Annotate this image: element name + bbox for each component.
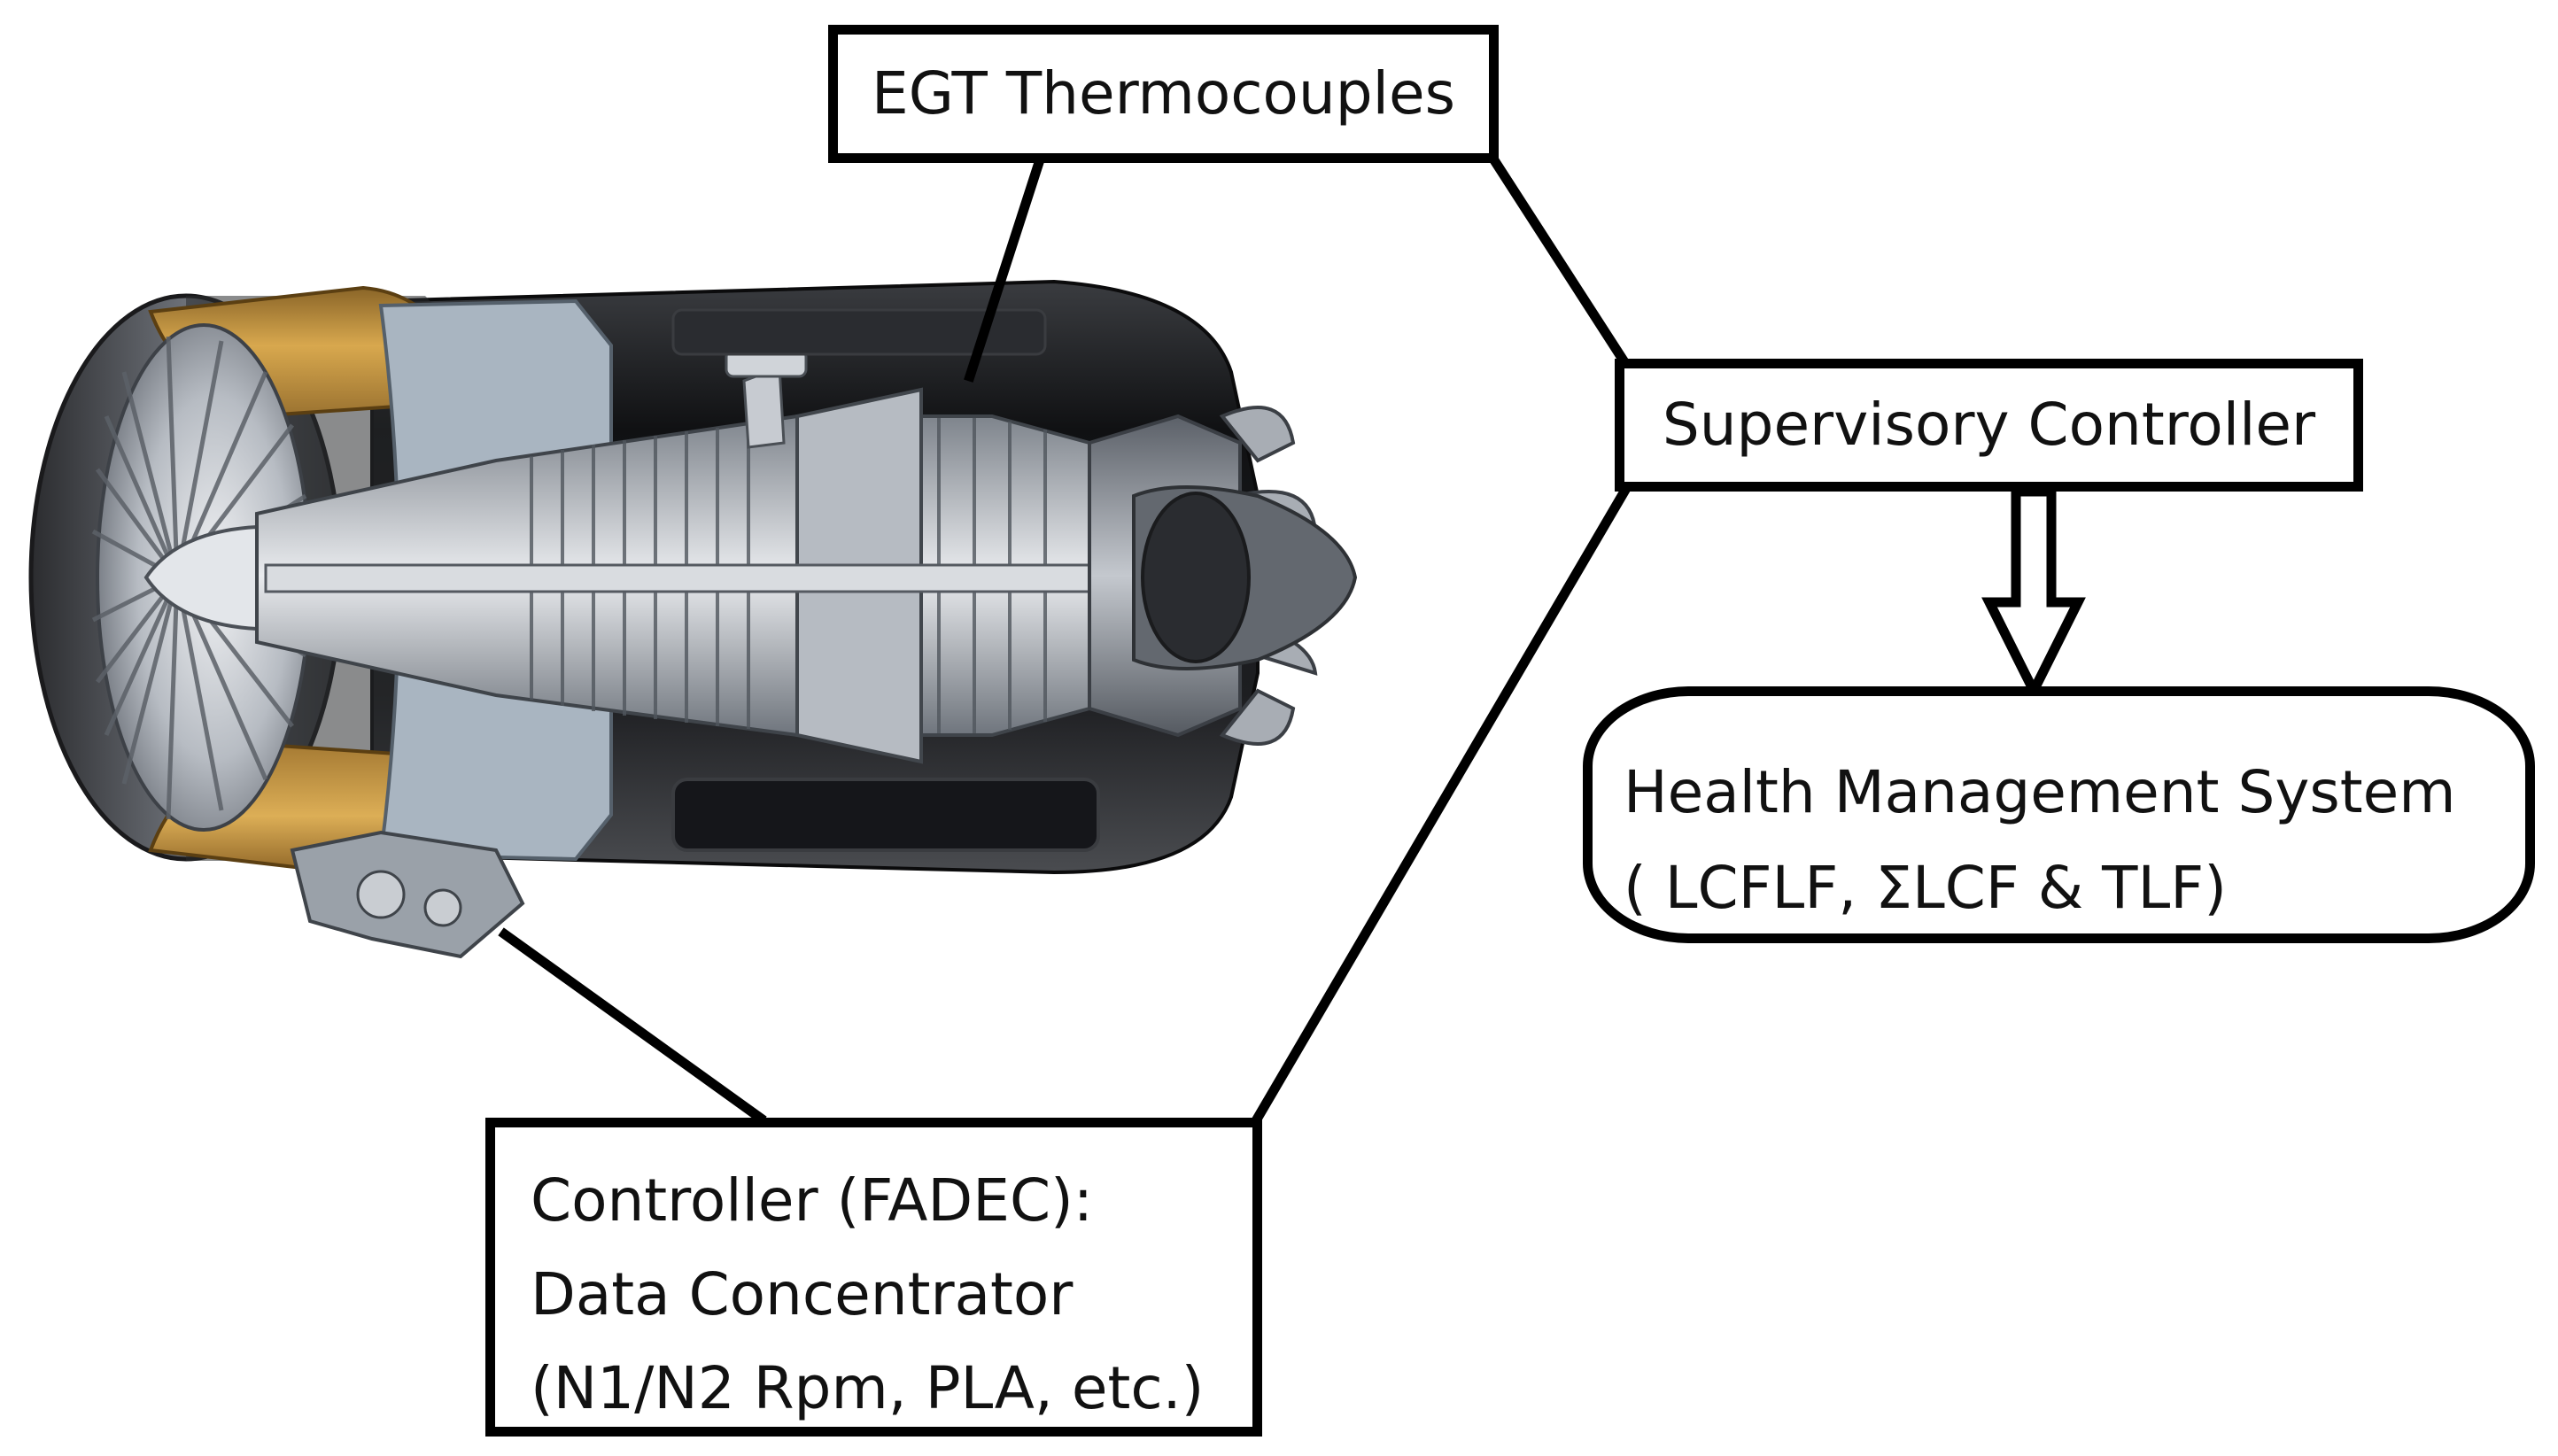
egt-thermocouples-box: EGT Thermocouples [828,25,1499,163]
fadec-line-1: Controller (FADEC): [531,1166,1094,1235]
supervisory-controller-box: Supervisory Controller [1615,359,2363,492]
connector-lines [498,143,1635,1125]
supervisory-to-fadec-line [1251,478,1635,1125]
fadec-controller-box: Controller (FADEC): Data Concentrator (N… [485,1118,1262,1437]
fadec-to-engine-line [498,927,767,1125]
egt-thermocouples-label: EGT Thermocouples [872,59,1455,128]
health-management-subtitle: ( LCFLF, ΣLCF & TLF) [1624,854,2227,922]
engine-illustration [28,279,1358,959]
health-management-system-box: Health Management System ( LCFLF, ΣLCF &… [1583,686,2535,943]
fadec-line-3: (N1/N2 Rpm, PLA, etc.) [531,1354,1205,1422]
fadec-line-2: Data Concentrator [531,1260,1074,1328]
egt-to-supervisory-line [1481,143,1635,375]
health-management-title: Health Management System [1624,758,2456,826]
supervisory-controller-label: Supervisory Controller [1662,391,2316,459]
supervisory-to-health-arrow [1981,486,2086,702]
egt-to-engine-line [964,143,1050,383]
